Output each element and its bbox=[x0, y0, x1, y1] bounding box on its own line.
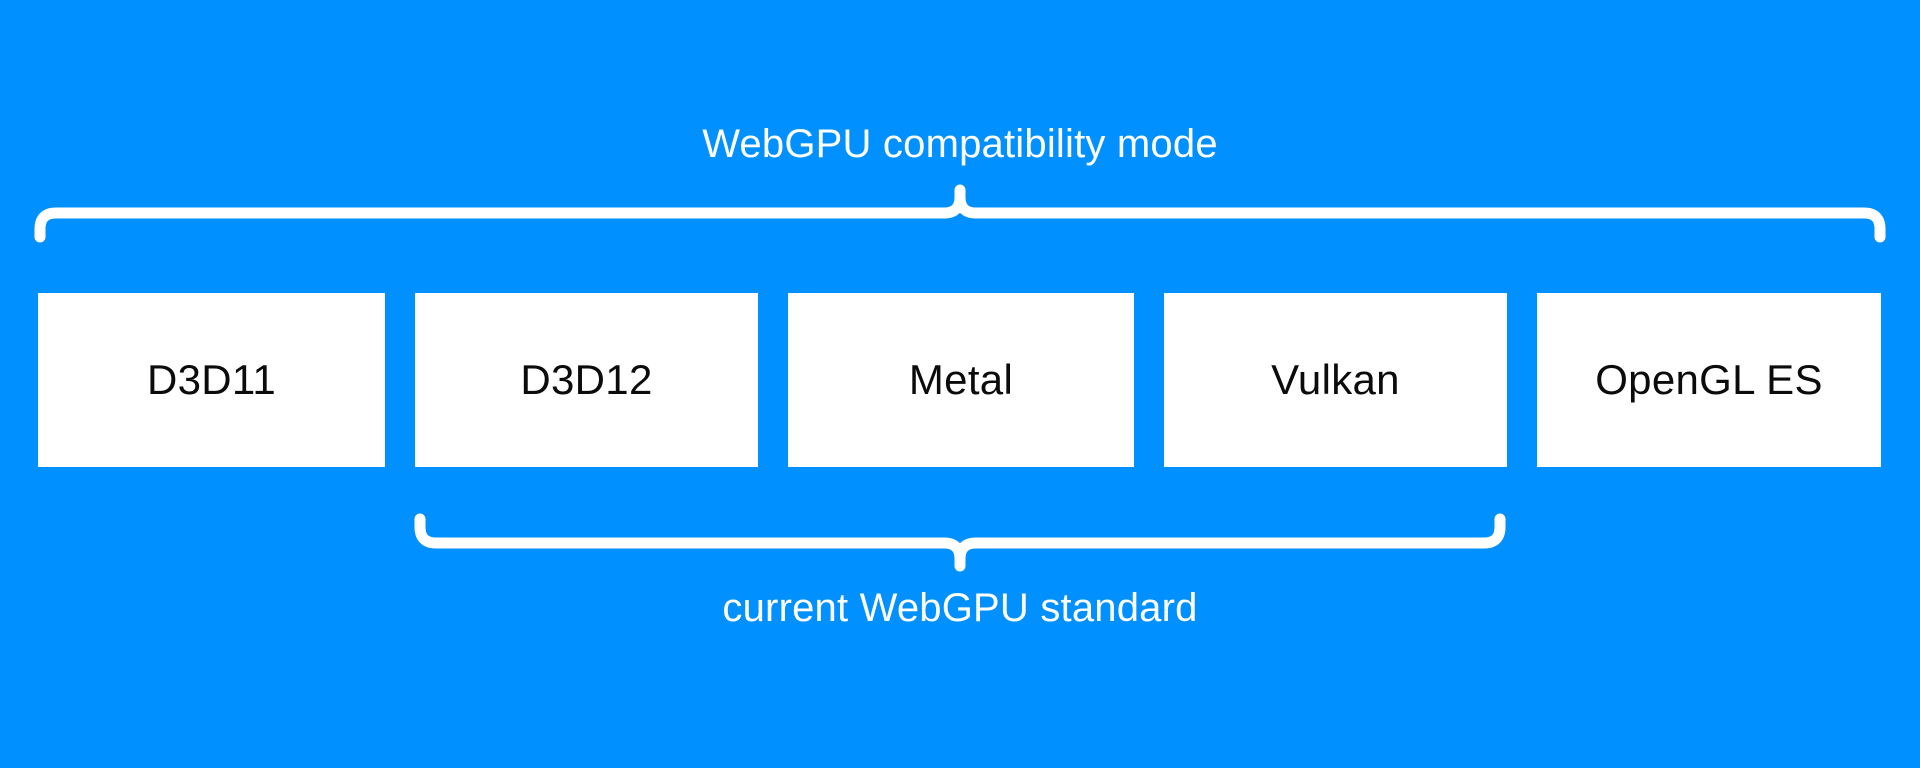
api-box-label: OpenGL ES bbox=[1595, 356, 1823, 403]
api-box-label: Metal bbox=[908, 356, 1014, 403]
bottom-brace-icon bbox=[414, 513, 1506, 572]
api-box-label: Vulkan bbox=[1271, 356, 1400, 403]
api-box-row: D3D11 D3D12 Metal Vulkan OpenGL ES bbox=[38, 293, 1881, 467]
api-box-metal[interactable]: Metal bbox=[788, 293, 1134, 467]
api-box-opengl-es[interactable]: OpenGL ES bbox=[1537, 293, 1881, 467]
api-box-label: D3D12 bbox=[520, 356, 653, 403]
top-brace-icon bbox=[34, 184, 1886, 243]
api-box-label: D3D11 bbox=[146, 356, 277, 403]
api-box-d3d12[interactable]: D3D12 bbox=[415, 293, 758, 467]
top-group-caption: WebGPU compatibility mode bbox=[702, 122, 1218, 166]
api-box-d3d11[interactable]: D3D11 bbox=[38, 293, 385, 467]
bottom-group-caption: current WebGPU standard bbox=[722, 586, 1198, 630]
api-box-vulkan[interactable]: Vulkan bbox=[1164, 293, 1507, 467]
